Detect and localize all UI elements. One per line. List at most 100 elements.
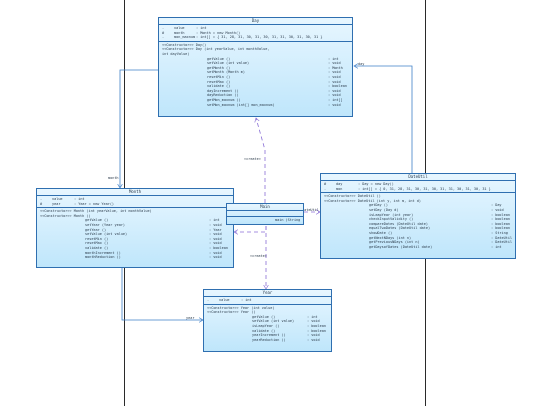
method-return-type: : void [307, 333, 320, 338]
constructor-signature: <<Constructor>> DateUtil () [324, 194, 381, 199]
method-signature: setValue (int value) [207, 61, 250, 66]
label-month-role: month [108, 176, 119, 180]
method-return-type: : DateUtil [491, 235, 513, 240]
method-return-type: : void [209, 236, 222, 241]
attribute-type: : int [74, 197, 85, 201]
method-return-type: : void [307, 319, 320, 324]
class-year[interactable]: Year- value: int <<Constructor>> Year (in… [203, 289, 332, 352]
method-signature: setYear (Year year) [85, 222, 126, 227]
method-return-type: : void [209, 255, 222, 260]
attribute-type: : int[] = { 0, 31, 28, 31, 30, 31, 30, 3… [358, 186, 491, 191]
method-return-type: : Day [491, 203, 502, 208]
constructor-signature: int dayValue) [162, 51, 190, 56]
visibility-marker: - [40, 197, 43, 201]
constructor-row: <<Constructor>> DateUtil () [324, 194, 513, 199]
method-return-type: : boolean [491, 212, 510, 217]
method-row: checkInputValidity () : boolean [324, 217, 513, 222]
method-return-type: : boolean [328, 84, 347, 89]
class-main[interactable]: Main main (String args[]): void [226, 203, 304, 225]
attribute-type: : Day = new Day() [358, 182, 394, 186]
method-return-type: : void [328, 93, 341, 98]
method-row: validate (): boolean [162, 84, 350, 89]
method-signature: setDay (Day d) [369, 207, 399, 212]
attribute-type: : int [196, 26, 207, 30]
class-title: Day [159, 18, 352, 25]
operation-section: main (String args[]): void [227, 217, 303, 224]
method-row: resetMin () : void [40, 237, 231, 242]
method-signature: monthReduction () [85, 255, 121, 260]
method-signature: resetMin () [85, 236, 109, 241]
method-signature: dayIncrement () [207, 88, 239, 93]
attribute-section: - value: int [204, 297, 331, 305]
method-signature: equalTwoDates (DateUtil date) [369, 226, 431, 231]
constructor-signature: <<Constructor>> DateUtil (int y, int m, … [324, 198, 421, 203]
operation-section: <<Constructor>> Month (int yearValue, in… [37, 208, 233, 261]
method-row: compareDates (DateUtil date): boolean [324, 222, 513, 227]
attribute-row: # month: Month = new Month() [162, 31, 350, 36]
method-signature: setValue (int value) [252, 319, 295, 324]
attribute-type: : Month = new Month() [196, 30, 241, 35]
method-return-type: : Month [328, 65, 343, 70]
constructor-signature: <<Constructor>> Day() [162, 42, 207, 47]
method-row: showDate (): String [324, 231, 513, 236]
method-row: setValue (int value): void [40, 232, 231, 237]
method-return-type: : void [209, 232, 222, 237]
constructor-row: <<Constructor>> Year () [207, 310, 329, 315]
method-row: equalTwoDates (DateUtil date): boolean [324, 226, 513, 231]
method-signature: checkInputValidity () [369, 217, 414, 222]
method-row: yearIncrement () : void [207, 333, 329, 338]
main-day-dependency [256, 118, 266, 203]
attribute-name: mon_maxnum [174, 35, 196, 40]
method-row: isLeapYear (int year): boolean [324, 213, 513, 218]
method-signature: getValue () [85, 218, 109, 223]
method-return-type: : void [328, 79, 341, 84]
method-row: setMonth (Month m): void [162, 70, 350, 75]
operation-section: <<Constructor>> Year (int value)<<Constr… [204, 305, 331, 344]
method-return-type: : int [328, 56, 339, 61]
method-signature: validate () [85, 245, 109, 250]
method-signature: validate () [252, 328, 276, 333]
visibility-marker: - [324, 186, 327, 191]
method-signature: getValue () [207, 56, 231, 61]
method-indent [230, 218, 275, 223]
method-return-type: : void [307, 337, 320, 342]
method-row: getDay (): Day [324, 203, 513, 208]
method-return-type: : int [491, 244, 502, 249]
class-title: Month [37, 189, 233, 196]
method-signature: yearIncrement () [252, 333, 286, 338]
method-row: getDaysofDates (DateUtil date): int [324, 245, 513, 250]
constructor-row: <<Constructor>> Day() [162, 43, 350, 48]
method-return-type: : boolean [209, 245, 228, 250]
dateutil-day-association [354, 66, 413, 173]
constructor-row: <<Constructor>> Day (int yearValue, int … [162, 47, 350, 52]
method-signature: main (String args[]) [275, 218, 301, 222]
method-return-type: : int[] [328, 97, 343, 102]
class-dateutil[interactable]: DateUtil# day: Day = new Day()- mon: int… [320, 173, 516, 259]
method-row: monthIncrement (): void [40, 251, 231, 256]
method-signature: compareDates (DateUtil date) [369, 221, 429, 226]
class-month[interactable]: Month- value: int# year: Year = new Year… [36, 188, 234, 268]
attribute-name: value [219, 298, 230, 302]
attribute-row: # day: Day = new Day() [324, 182, 513, 187]
method-return-type: : void [491, 207, 504, 212]
method-row: getValue (): int [40, 218, 231, 223]
method-signature: getNextNDays (int n) [369, 235, 412, 240]
method-return-type: : void [328, 74, 341, 79]
class-title: Year [204, 290, 331, 297]
method-row: dayReduction (): void [162, 93, 350, 98]
attribute-name: value [52, 197, 63, 201]
attribute-row: - value: int [162, 26, 350, 31]
method-return-type: : boolean [491, 217, 510, 222]
attribute-row: - value: int [207, 298, 329, 303]
class-day[interactable]: Day- value: int# month: Month = new Mont… [158, 17, 353, 117]
method-signature: getMon_maxnum () [207, 97, 241, 102]
attribute-type: : Year = new Year() [74, 201, 115, 206]
class-title: Main [227, 204, 303, 211]
operation-section: <<Constructor>> DateUtil ()<<Constructor… [321, 193, 515, 250]
constructor-signature: <<Constructor>> Year () [207, 310, 256, 315]
method-row: resetMin (): void [162, 75, 350, 80]
method-row: setMon_maxnum (int[] mon_maxnum): void [162, 103, 350, 108]
method-return-type: : void [328, 88, 341, 93]
visibility-marker: - [162, 35, 165, 40]
